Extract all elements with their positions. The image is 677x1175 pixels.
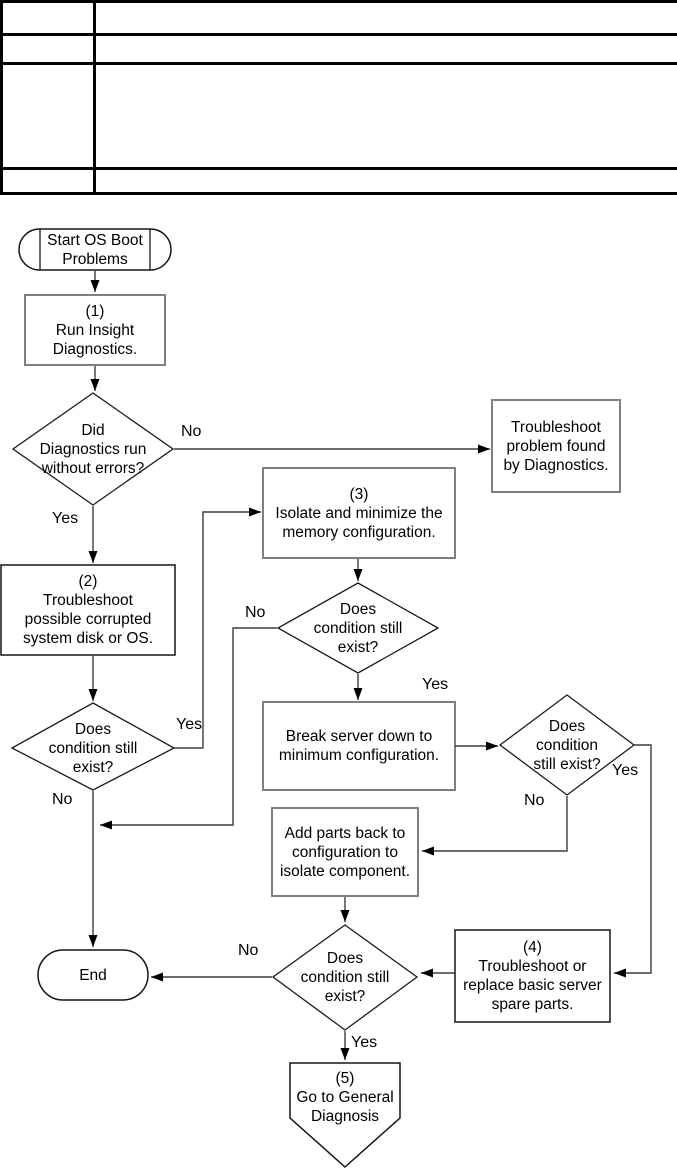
troubleshoot-corrupted-disk-box [0,564,176,656]
diagnostics-run-decision-label: Did Diagnostics run without errors? [39,421,147,477]
edge-label-dleft-no: No [52,791,73,808]
start-terminator-shape [18,228,172,271]
add-parts-back-label: Add parts back to configuration to isola… [279,824,411,880]
end-node-label: End [79,966,107,984]
go-to-general-diagnosis-shape [289,1062,401,1169]
add-parts-back-box [271,807,419,897]
connector-dmid-no [100,627,277,830]
end-terminator-shape [37,949,149,1001]
edge-label-dbottom-no: No [238,942,259,959]
troubleshoot-spare-parts-box [454,929,611,1023]
edge-label-d1-no: No [181,423,202,440]
troubleshoot-problem-found-box [491,399,621,493]
troubleshoot-spare-parts-label: (4) Troubleshoot or replace basic server… [463,939,602,1013]
connector-dright-yes [614,744,652,978]
connector-dright-no [422,796,568,856]
table-cell [0,62,96,170]
table-cell [0,167,96,195]
condition-right-decision-label: Does condition still exist? [533,717,601,773]
condition-mid-decision-shape [276,582,440,674]
condition-mid-decision-label: Does condition still exist? [313,600,403,656]
start-node-label: Start OS Boot Problems [47,232,143,268]
edge-label-dbottom-yes: Yes [351,1034,378,1051]
diagnostics-run-decision-shape [11,392,175,506]
condition-left-decision-label: Does condition still exist? [48,720,138,776]
condition-bottom-decision-shape [271,924,419,1031]
table-row [0,33,677,65]
troubleshoot-corrupted-disk-label: (2) Troubleshoot possible corrupted syst… [22,573,154,647]
go-to-general-diagnosis-label: (5) Go to General Diagnosis [296,1069,394,1125]
troubleshoot-problem-found-label: Troubleshoot problem found by Diagnostic… [503,418,609,474]
top-table [0,0,677,195]
edge-label-dright-no: No [524,792,545,809]
table-cell [93,167,677,195]
condition-left-decision-shape [10,702,176,791]
table-row [0,62,677,170]
edge-label-dright-yes: Yes [612,762,639,779]
run-insight-diagnostics-label: (1) Run Insight Diagnostics. [52,302,138,358]
connector-dleft-yes [174,507,261,749]
table-cell [93,62,677,170]
table-cell [93,33,677,65]
isolate-memory-label: (3) Isolate and minimize the memory conf… [275,485,443,541]
break-server-down-label: Break server down to minimum configurati… [278,728,440,764]
run-insight-diagnostics-box [24,294,166,366]
edge-label-dleft-yes: Yes [176,716,203,733]
edge-label-dmid-no: No [245,604,266,621]
condition-bottom-decision-label: Does condition still exist? [300,949,390,1005]
condition-right-decision-shape [498,694,636,796]
table-cell [93,0,677,36]
table-cell [0,0,96,36]
edge-label-dmid-yes: Yes [422,676,449,693]
isolate-memory-box [262,467,456,559]
table-row [0,167,677,195]
table-cell [0,33,96,65]
table-row [0,0,677,36]
edge-label-d1-yes: Yes [52,510,79,527]
